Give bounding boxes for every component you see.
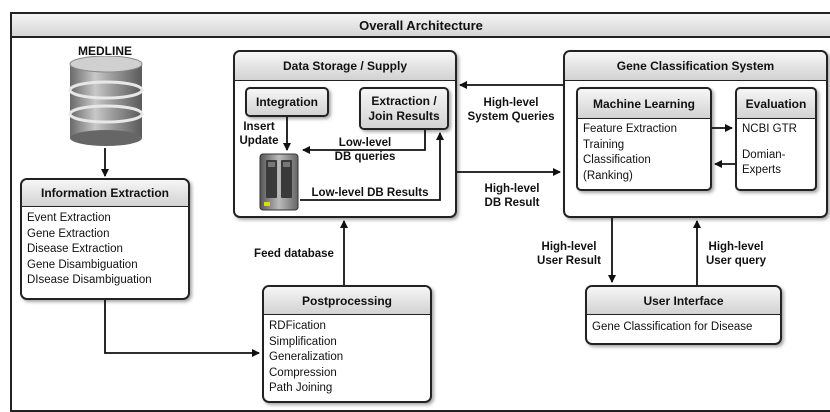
postprocessing-list: RDFication Simplification Generalization… — [264, 315, 430, 401]
list-item: Gene Extraction — [27, 227, 110, 240]
integration-box: Integration — [245, 87, 329, 117]
arrow-extraction-to-postprocessing — [104, 300, 260, 357]
list-item: Simplification — [269, 335, 337, 348]
extraction-join-box: Extraction / Join Results — [359, 87, 449, 130]
postprocessing-box: Postprocessing RDFication Simplification… — [262, 285, 432, 403]
database-cylinder-icon — [68, 56, 144, 146]
information-extraction-box: Information Extraction Event Extraction … — [20, 178, 190, 300]
high-level-db-result-label: High-level DB Result — [484, 183, 540, 209]
machine-learning-list: Feature Extraction Training Classificati… — [578, 119, 710, 188]
evaluation-list: NCBI GTR Domian- Experts — [737, 119, 815, 183]
information-extraction-list: Event Extraction Gene Extraction Disease… — [22, 207, 188, 293]
list-item: NCBI GTR — [742, 123, 797, 135]
list-item: (Ranking) — [583, 169, 633, 182]
user-interface-title: User Interface — [587, 287, 780, 315]
feed-database-label: Feed database — [254, 248, 334, 260]
postprocessing-title: Postprocessing — [264, 287, 430, 315]
list-item: DIsease Disambiguation — [27, 274, 152, 286]
list-item: RDFication — [269, 320, 326, 332]
insert-update-label: Insert Update — [239, 121, 279, 147]
arrow-low-level-queries — [302, 130, 426, 154]
information-extraction-title: Information Extraction — [22, 180, 188, 207]
server-icon — [259, 153, 299, 211]
evaluation-title: Evaluation — [737, 89, 815, 119]
user-interface-list: Gene Classification for Disease — [587, 315, 780, 340]
list-item: Generalization — [269, 351, 344, 363]
high-level-user-result-label: High-level User Result — [537, 241, 601, 267]
high-level-system-queries-label: High-level System Queries — [467, 97, 555, 123]
medline-label: MEDLINE — [78, 44, 132, 58]
list-item: Gene Classification for Disease — [592, 321, 753, 333]
list-item: Disease Extraction — [27, 243, 123, 255]
list-item: Classification — [583, 154, 651, 166]
integration-label: Integration — [247, 89, 327, 115]
extraction-join-label: Extraction / Join Results — [361, 89, 447, 128]
arrow-low-level-results — [300, 132, 444, 201]
list-item: Gene Disambiguation — [27, 258, 138, 271]
list-item: Event Extraction — [27, 212, 111, 224]
list-item: Training — [583, 138, 625, 151]
list-item: Experts — [742, 164, 781, 176]
machine-learning-box: Machine Learning Feature Extraction Trai… — [576, 87, 712, 191]
gene-classification-title: Gene Classification System — [565, 52, 826, 81]
low-level-db-queries-label: Low-level DB queries — [334, 137, 396, 163]
list-item: Path Joining — [269, 382, 333, 394]
page-title: Overall Architecture — [10, 12, 830, 38]
list-item: Domian- — [742, 148, 786, 161]
machine-learning-title: Machine Learning — [578, 89, 710, 119]
user-interface-box: User Interface Gene Classification for D… — [585, 285, 782, 345]
evaluation-box: Evaluation NCBI GTR Domian- Experts — [735, 87, 817, 191]
list-item: Feature Extraction — [583, 123, 677, 135]
list-item: Compression — [269, 366, 337, 379]
high-level-user-query-label: High-level User query — [705, 241, 767, 267]
data-storage-title: Data Storage / Supply — [235, 52, 455, 81]
low-level-db-results-label: Low-level DB Results — [311, 187, 429, 199]
